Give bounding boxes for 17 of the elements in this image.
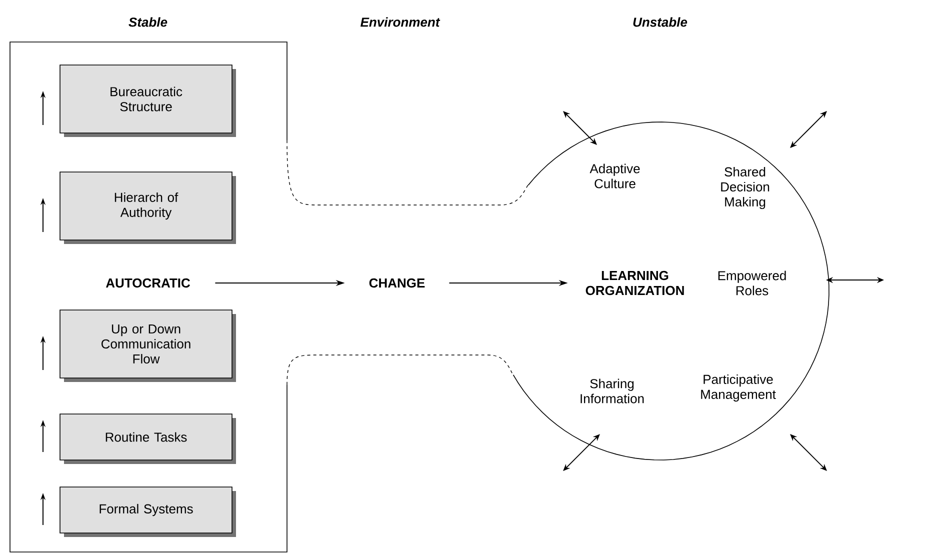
column-heading: Environment bbox=[360, 17, 440, 27]
concept-label: Empowered Roles bbox=[718, 270, 786, 296]
column-heading: Unstable bbox=[633, 17, 688, 27]
column-heading: Stable bbox=[128, 17, 168, 27]
process-box: Up or Down Communication Flow bbox=[60, 310, 236, 382]
process-box: Hierarch of Authority bbox=[60, 172, 236, 244]
concept-label: Participative Management bbox=[701, 374, 776, 402]
process-box: Routine Tasks bbox=[60, 414, 236, 464]
concept-label: CHANGE bbox=[369, 278, 425, 288]
concept-label: Sharing Information bbox=[580, 378, 644, 404]
concept-label: Adaptive Culture bbox=[590, 164, 640, 188]
process-box: Bureaucratic Structure bbox=[60, 64, 236, 137]
stable-panel bbox=[10, 42, 288, 552]
concept-label: LEARNING ORGANIZATION bbox=[586, 270, 684, 296]
concept-label: Shared Decision Making bbox=[721, 166, 770, 210]
concept-label: AUTOCRATIC bbox=[106, 278, 190, 288]
process-box: Formal Systems bbox=[60, 486, 236, 537]
